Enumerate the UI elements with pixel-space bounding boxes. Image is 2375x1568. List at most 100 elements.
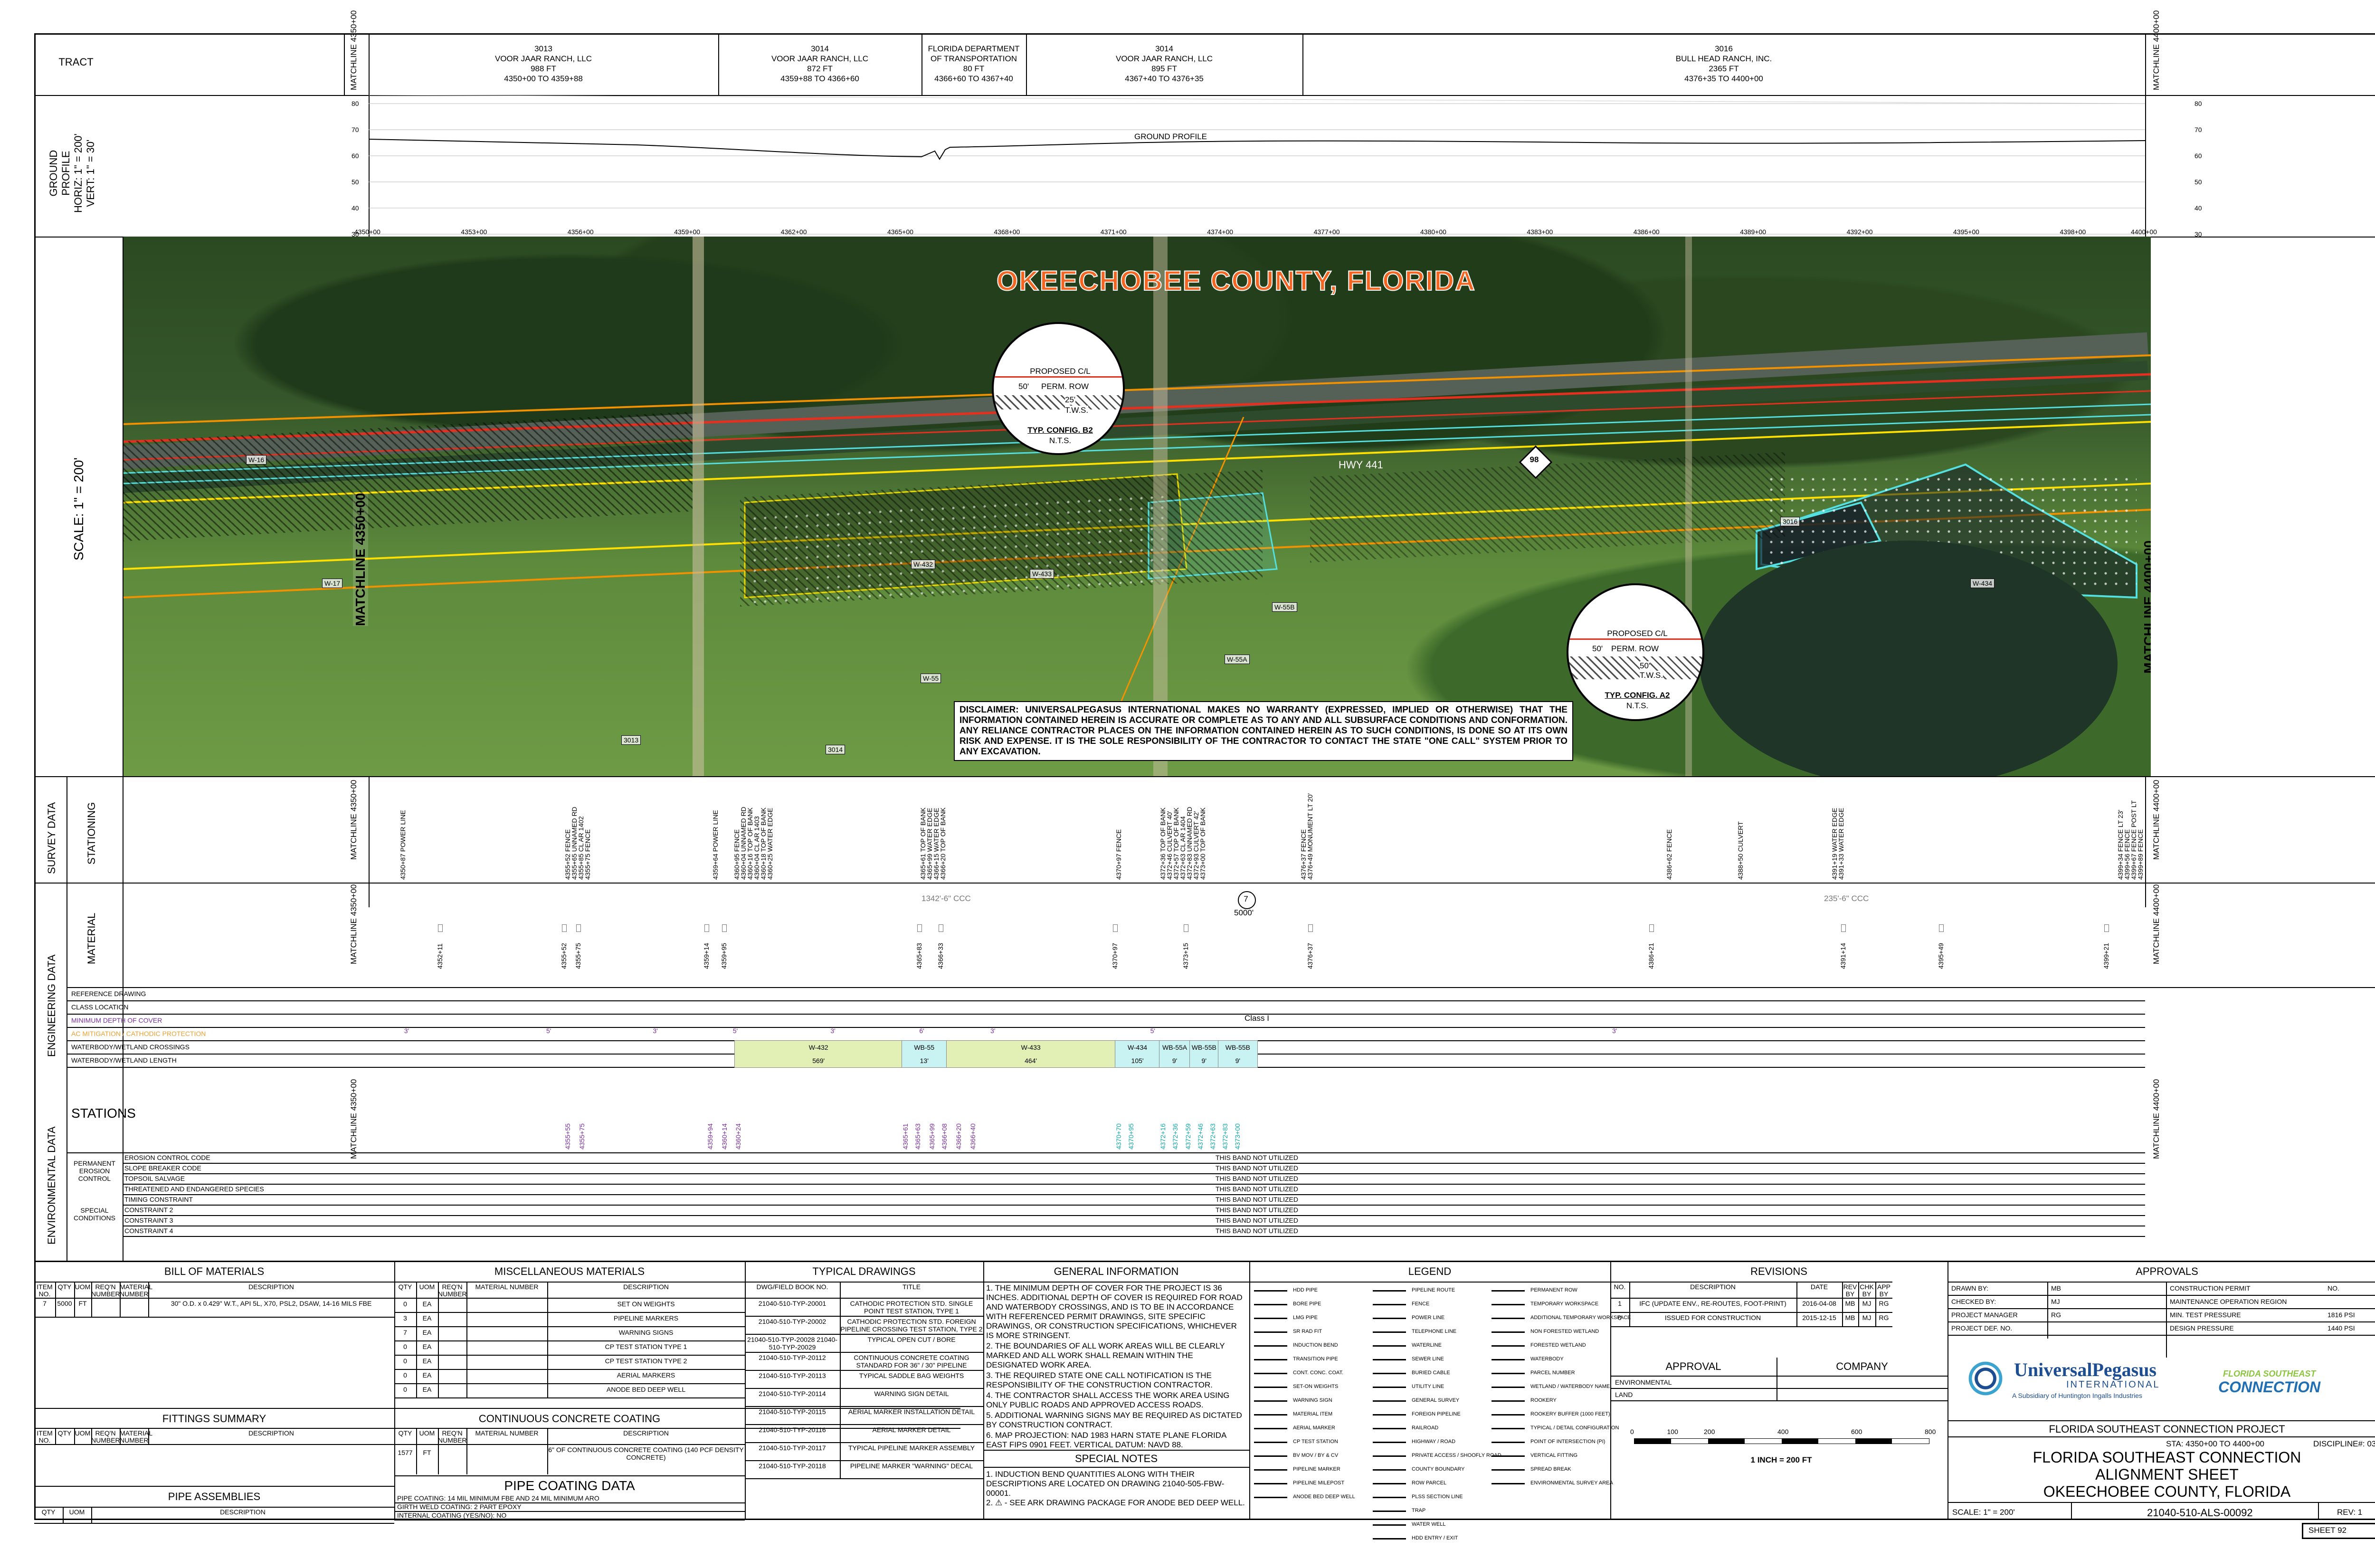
station-tick: 4389+00: [1740, 228, 1767, 236]
drawing-title-2: ALIGNMENT SHEET: [2095, 1466, 2239, 1483]
table-cell: 21040-510-TYP-20117: [759, 1444, 826, 1452]
config-a2-d1: 50': [1592, 644, 1603, 653]
revision-number: REV: 1: [2337, 1508, 2363, 1517]
crossing-name: WB-55B: [1225, 1044, 1250, 1051]
env-station: 4365+63: [914, 1123, 922, 1150]
survey-entry: 4355+75 FENCE: [584, 829, 592, 880]
table-header: QTY: [398, 1429, 412, 1437]
legend-item: POWER LINE: [1412, 1315, 1445, 1321]
legend-item: BORE PIPE: [1293, 1301, 1321, 1307]
col-line: [416, 1282, 417, 1397]
table-cell: CATHODIC PROTECTION STD. SINGLE POINT TE…: [850, 1300, 973, 1315]
env-subrow-label: TIMING CONSTRAINT: [124, 1196, 193, 1203]
table-cell: SET ON WEIGHTS: [617, 1300, 675, 1308]
table-cell: EA: [422, 1386, 432, 1393]
env-station: 4355+55: [564, 1123, 572, 1150]
row-line: [745, 1460, 983, 1461]
table-header: UOM: [419, 1283, 435, 1291]
material-station: 4373+15: [1182, 943, 1190, 969]
material-marker: [1841, 924, 1846, 932]
approval-right-value: 1440 PSI: [2328, 1324, 2355, 1332]
legend-item: TYPICAL / DETAIL CONFIGURATION: [1530, 1425, 1619, 1431]
legend-item: RAILROAD: [1412, 1425, 1439, 1431]
misc-title: MISCELLANEOUS MATERIALS: [494, 1265, 645, 1277]
cover-value: 6': [919, 1027, 924, 1035]
table-header: MATERIAL NUMBER: [475, 1283, 539, 1291]
col-line: [840, 1282, 841, 1478]
station-tick: 4383+00: [1527, 228, 1553, 236]
table-cell: 1: [1618, 1300, 1622, 1307]
config-b2-d2: 25': [1065, 395, 1076, 405]
legend-swatch: [1254, 1345, 1287, 1347]
scalebar-tick: 800: [1925, 1428, 1936, 1435]
legend-item: ANODE BED DEEP WELL: [1293, 1494, 1355, 1500]
legend-swatch: [1492, 1345, 1525, 1347]
legend-item: FOREIGN PIPELINE: [1412, 1411, 1461, 1417]
survey-entry: 4391+33 WATER EDGE: [1837, 808, 1845, 880]
row-line: [745, 1316, 983, 1317]
row-line: [394, 1369, 745, 1370]
special-notes-title: SPECIAL NOTES: [1074, 1453, 1158, 1464]
env-station: 4370+95: [1127, 1123, 1135, 1150]
crossing-name: W-432: [808, 1044, 828, 1051]
table-cell: 0: [1618, 1314, 1622, 1321]
not-utilized: THIS BAND NOT UTILIZED: [1216, 1164, 1298, 1172]
row-line: [66, 1027, 2145, 1028]
y-tick: 60: [352, 152, 359, 160]
legend-swatch: [1373, 1304, 1406, 1305]
legend-swatch: [1373, 1469, 1406, 1471]
legend-item: SET-ON WEIGHTS: [1293, 1384, 1339, 1389]
material-label: MATERIAL: [86, 912, 97, 964]
table-cell: EA: [422, 1343, 432, 1350]
crossing-length: 105': [1131, 1057, 1144, 1064]
approval-right-label: MAINTENANCE OPERATION REGION: [2170, 1298, 2287, 1305]
station-tick: 4380+00: [1420, 228, 1446, 236]
env-station: 4372+59: [1184, 1123, 1192, 1150]
row-line: [34, 1317, 394, 1318]
row-line: [394, 1340, 745, 1341]
legend-swatch: [1373, 1359, 1406, 1360]
env-row-label: WATERBODY/WETLAND CROSSINGS: [71, 1043, 190, 1051]
legend-item: ROOKERY: [1530, 1397, 1557, 1403]
legend-item: BURIED CABLE: [1412, 1370, 1450, 1376]
material-marker: [576, 924, 581, 932]
table-header: DESCRIPTION: [248, 1429, 294, 1437]
legend-swatch: [1254, 1400, 1287, 1402]
approval-left-label: PROJECT MANAGER: [1951, 1311, 2018, 1319]
table-header: ITEM NO.: [37, 1283, 53, 1298]
table-cell: EA: [422, 1329, 432, 1336]
material-marker: [939, 924, 944, 932]
table-cell: 7: [403, 1329, 407, 1336]
map-tag: W-433: [1030, 569, 1054, 579]
survey-entry: 4376+49 MONUMENT LT 20': [1306, 793, 1314, 880]
table-cell: EA: [422, 1357, 432, 1365]
col-line: [1875, 1282, 1876, 1326]
survey-entry: 4350+87 POWER LINE: [399, 810, 407, 880]
survey-row-label: STATIONING: [86, 802, 97, 865]
legend-item: GENERAL SURVEY: [1412, 1397, 1460, 1403]
not-utilized: THIS BAND NOT UTILIZED: [1216, 1154, 1298, 1161]
table-header: REQ'N NUMBER: [438, 1429, 467, 1444]
station-tick: 4377+00: [1313, 228, 1340, 236]
not-utilized: THIS BAND NOT UTILIZED: [1216, 1206, 1298, 1214]
env-station: 4372+16: [1159, 1123, 1167, 1150]
legend-item: PRIVATE ACCESS / SHOOFLY ROAD: [1412, 1453, 1501, 1458]
general-item: 1. THE MINIMUM DEPTH OF COVER FOR THE PR…: [986, 1283, 1243, 1340]
legend-item: ADDITIONAL TEMPORARY WORKSPACE: [1530, 1315, 1631, 1321]
table-cell: WARNING SIGNS: [618, 1329, 674, 1336]
col-line: [120, 1428, 121, 1444]
material-station: 4399+21: [2102, 943, 2110, 969]
county-title: OKEECHOBEE COUNTY, FLORIDA: [996, 265, 1476, 297]
logo-universalpegasus-tag: A Subsidiary of Huntington Ingalls Indus…: [2012, 1392, 2142, 1399]
legend-swatch: [1492, 1469, 1525, 1471]
env-subrow-label: CONSTRAINT 3: [124, 1216, 173, 1224]
col-line: [91, 1282, 92, 1317]
table-header: UOM: [69, 1508, 85, 1516]
env-subrow-label: CONSTRAINT 2: [124, 1206, 173, 1214]
legend-item: PIPELINE MILEPOST: [1293, 1480, 1345, 1486]
col-line: [1842, 1282, 1843, 1326]
legend-swatch: [1492, 1428, 1525, 1429]
